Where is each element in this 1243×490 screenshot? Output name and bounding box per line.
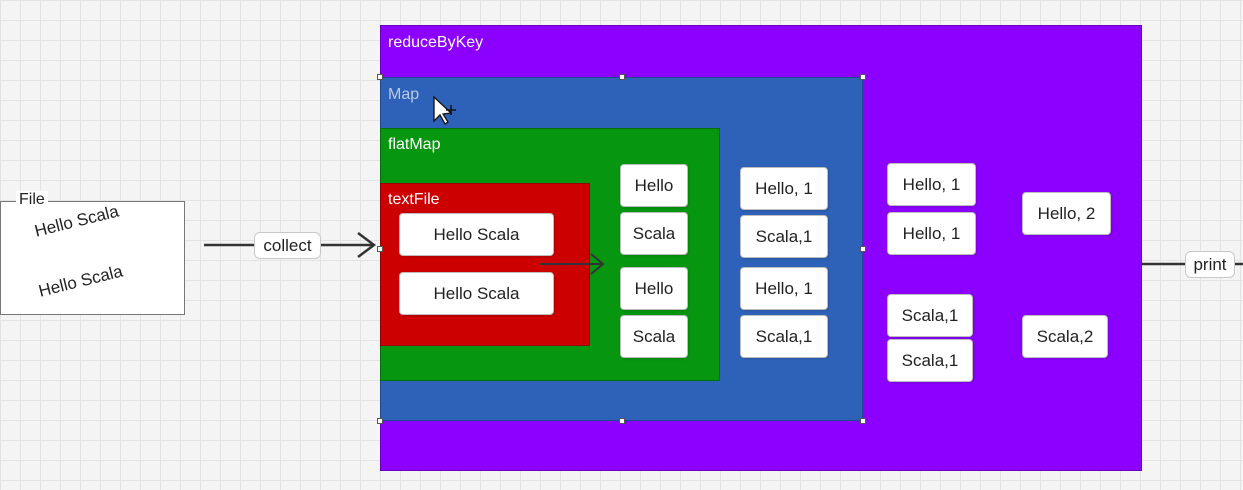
map-node-1[interactable]: Hello, 1: [740, 167, 828, 210]
collect-arrowhead: [357, 232, 377, 258]
selection-handle-middle-left[interactable]: [377, 246, 383, 252]
selection-handle-bottom-middle[interactable]: [619, 418, 625, 424]
map-label: Map: [388, 86, 420, 103]
flatmap-node-3[interactable]: Hello: [620, 267, 688, 310]
reduce-node-2[interactable]: Scala,2: [1022, 315, 1108, 358]
flatmap-node-2[interactable]: Scala: [620, 212, 688, 255]
selection-handle-top-middle[interactable]: [619, 74, 625, 80]
flatmap-node-1[interactable]: Hello: [620, 164, 688, 207]
selection-handle-middle-right[interactable]: [860, 246, 866, 252]
group-node-1[interactable]: Hello, 1: [887, 163, 976, 206]
reducebykey-label: reduceByKey: [388, 34, 484, 51]
map-node-3[interactable]: Hello, 1: [740, 267, 828, 310]
reduce-node-1[interactable]: Hello, 2: [1022, 192, 1111, 235]
selection-handle-bottom-left[interactable]: [377, 418, 383, 424]
map-node-2[interactable]: Scala,1: [740, 215, 828, 258]
group-node-4[interactable]: Scala,1: [887, 339, 973, 382]
file-box: Hello Scala Hello Scala: [0, 201, 185, 315]
file-label: File: [16, 191, 48, 209]
textfile-node-1[interactable]: Hello Scala: [399, 213, 554, 256]
print-label[interactable]: print: [1185, 251, 1235, 278]
flatmap-label: flatMap: [388, 136, 441, 153]
selection-handle-top-right[interactable]: [860, 74, 866, 80]
selection-handle-top-left[interactable]: [377, 74, 383, 80]
textfile-node-2[interactable]: Hello Scala: [399, 272, 554, 315]
group-node-2[interactable]: Hello, 1: [887, 212, 976, 255]
map-node-4[interactable]: Scala,1: [740, 315, 828, 358]
flatmap-node-4[interactable]: Scala: [620, 315, 688, 358]
group-node-3[interactable]: Scala,1: [887, 294, 973, 337]
flatmap-arrowhead: [590, 253, 605, 275]
move-cursor-icon: [433, 95, 456, 125]
selection-handle-bottom-right[interactable]: [860, 418, 866, 424]
textfile-label: textFile: [388, 191, 440, 208]
collect-label[interactable]: collect: [254, 232, 321, 259]
